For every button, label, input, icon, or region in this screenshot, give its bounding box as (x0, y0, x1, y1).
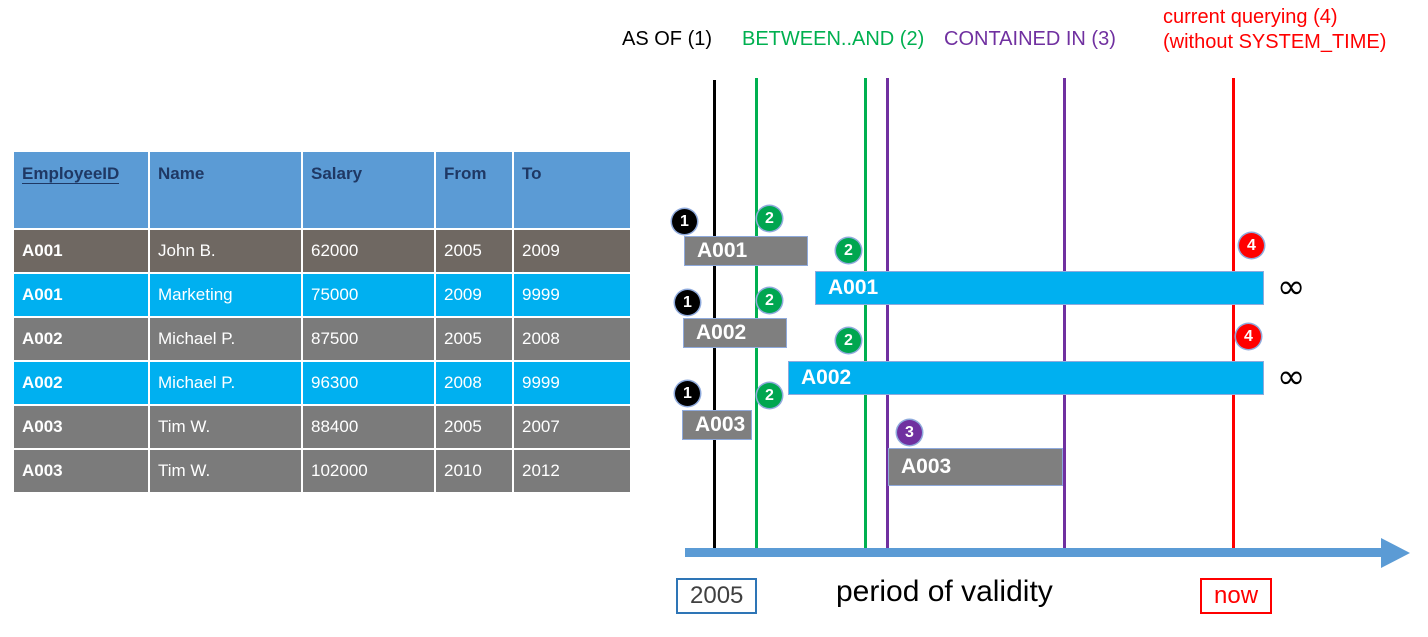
legend-current-line1: current querying (4) (1163, 6, 1338, 28)
column-header-employeeid: EmployeeID (14, 152, 148, 228)
validity-bar-a003-second: A003 (888, 448, 1063, 486)
legend-current-querying: current querying (4) (without SYSTEM_TIM… (1163, 5, 1386, 55)
timeline-arrow-icon (1381, 538, 1410, 568)
query-line-contained-end (1063, 78, 1066, 555)
cell-to: 9999 (514, 274, 630, 316)
cell-salary: 96300 (303, 362, 434, 404)
cell-salary: 62000 (303, 230, 434, 272)
axis-now-label: now (1200, 578, 1273, 614)
cell-employeeid: A001 (14, 230, 148, 272)
column-header-name: Name (150, 152, 301, 228)
badge-2-icon: 2 (836, 328, 861, 353)
table-row: A001 John B. 62000 2005 2009 (14, 230, 630, 272)
cell-from: 2005 (436, 406, 512, 448)
cell-to: 2007 (514, 406, 630, 448)
table-header-row: EmployeeID Name Salary From To (14, 152, 630, 228)
cell-employeeid: A003 (14, 450, 148, 492)
cell-to: 9999 (514, 362, 630, 404)
column-header-to: To (514, 152, 630, 228)
validity-bar-a002-current: A002 (788, 361, 1264, 395)
table-row: A003 Tim W. 102000 2010 2012 (14, 450, 630, 492)
cell-employeeid: A002 (14, 362, 148, 404)
legend-contained-in: CONTAINED IN (3) (944, 28, 1116, 50)
cell-from: 2009 (436, 274, 512, 316)
validity-bar-a001-current: A001 (815, 271, 1264, 305)
badge-2-icon: 2 (757, 288, 782, 313)
axis-start-label: 2005 (676, 578, 758, 614)
cell-from: 2005 (436, 318, 512, 360)
cell-to: 2012 (514, 450, 630, 492)
cell-employeeid: A002 (14, 318, 148, 360)
column-header-salary: Salary (303, 152, 434, 228)
table-row: A002 Michael P. 87500 2005 2008 (14, 318, 630, 360)
validity-bar-a003-historic: A003 (682, 410, 752, 440)
legend-as-of: AS OF (1) (622, 28, 713, 50)
cell-name: Michael P. (150, 318, 301, 360)
cell-name: Marketing (150, 274, 301, 316)
badge-1-icon: 1 (675, 290, 700, 315)
badge-1-icon: 1 (672, 209, 697, 234)
query-line-contained-start (886, 78, 889, 555)
table-row: A002 Michael P. 96300 2008 9999 (14, 362, 630, 404)
cell-employeeid: A003 (14, 406, 148, 448)
badge-1-icon: 1 (675, 381, 700, 406)
validity-bar-a001-historic: A001 (684, 236, 808, 266)
cell-from: 2010 (436, 450, 512, 492)
query-line-as-of (713, 80, 716, 555)
badge-2-icon: 2 (836, 238, 861, 263)
legend-between-and: BETWEEN..AND (2) (742, 28, 925, 50)
column-header-from: From (436, 152, 512, 228)
query-line-between-start (755, 78, 758, 555)
badge-4-icon: 4 (1236, 324, 1261, 349)
table-row: A003 Tim W. 88400 2005 2007 (14, 406, 630, 448)
cell-salary: 88400 (303, 406, 434, 448)
query-line-now (1232, 78, 1235, 555)
cell-from: 2008 (436, 362, 512, 404)
cell-to: 2008 (514, 318, 630, 360)
cell-name: Tim W. (150, 450, 301, 492)
badge-3-icon: 3 (897, 420, 922, 445)
cell-from: 2005 (436, 230, 512, 272)
badge-4-icon: 4 (1239, 233, 1264, 258)
infinity-icon: ∞ (1277, 357, 1306, 397)
validity-bar-a002-historic: A002 (683, 318, 787, 348)
axis-title: period of validity (836, 575, 1053, 608)
cell-name: Tim W. (150, 406, 301, 448)
badge-2-icon: 2 (757, 206, 782, 231)
query-line-between-end (864, 78, 867, 555)
cell-to: 2009 (514, 230, 630, 272)
employee-table: EmployeeID Name Salary From To A001 John… (12, 150, 632, 494)
cell-employeeid: A001 (14, 274, 148, 316)
infinity-icon: ∞ (1277, 267, 1306, 307)
cell-name: John B. (150, 230, 301, 272)
cell-salary: 87500 (303, 318, 434, 360)
cell-name: Michael P. (150, 362, 301, 404)
cell-salary: 102000 (303, 450, 434, 492)
table-row: A001 Marketing 75000 2009 9999 (14, 274, 630, 316)
cell-salary: 75000 (303, 274, 434, 316)
badge-2-icon: 2 (757, 383, 782, 408)
legend-current-line2: (without SYSTEM_TIME) (1163, 31, 1387, 53)
timeline-axis (685, 548, 1385, 557)
